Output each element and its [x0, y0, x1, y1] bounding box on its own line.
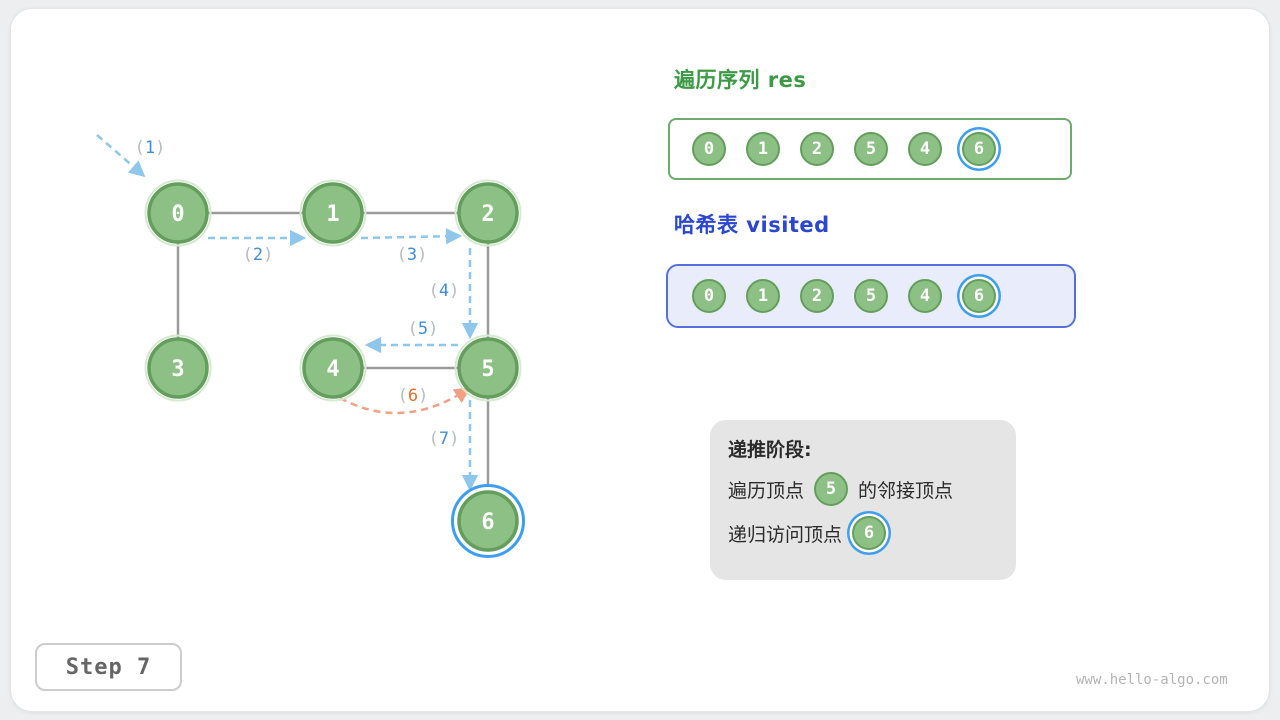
node-3-label: 3: [171, 357, 184, 382]
step-label-7: (7): [429, 429, 460, 449]
phase-node-6: 6: [852, 516, 887, 550]
visited-item: 2: [800, 279, 834, 313]
graph-diagram: 0 1 2 3 4 5 6: [96, 134, 525, 558]
phase-title: 递推阶段:: [728, 439, 812, 461]
graph-node-4: 4: [299, 334, 367, 402]
step-badge: Step 7: [35, 643, 182, 691]
step-label-4: (4): [429, 281, 460, 301]
visited-title: 哈希表 visited: [674, 213, 830, 237]
phase-line-2-prefix: 递归访问顶点: [728, 523, 843, 546]
node-5-label: 5: [481, 357, 494, 382]
node-1-label: 1: [326, 202, 339, 227]
visited-item-highlighted: 6: [962, 279, 996, 313]
node-6-label: 6: [481, 510, 494, 535]
highlight-ring: [451, 484, 525, 558]
step-label-6: (6): [398, 386, 429, 406]
visited-item: 5: [854, 279, 888, 313]
visited-item: 4: [908, 279, 942, 313]
graph-node-1: 1: [299, 179, 367, 247]
res-item: 1: [746, 132, 780, 166]
graph-nodes: 0 1 2 3 4 5 6: [144, 179, 525, 558]
phase-line-1-prefix: 遍历顶点: [728, 479, 805, 502]
arrow-step-6: [339, 387, 471, 415]
graph-node-5: 5: [454, 334, 522, 402]
res-box: 0 1 2 5 4 6: [668, 118, 1072, 180]
node-4-label: 4: [326, 357, 339, 382]
phase-line-2: 递归访问顶点 6: [728, 516, 998, 550]
graph-node-2: 2: [454, 179, 522, 247]
res-item: 5: [854, 132, 888, 166]
node-2-label: 2: [481, 202, 494, 227]
step-label-5: (5): [408, 319, 439, 339]
graph-node-3: 3: [144, 334, 212, 402]
watermark: www.hello-algo.com: [1076, 672, 1228, 688]
arrow-step-3: [360, 228, 463, 245]
visited-item: 0: [692, 279, 726, 313]
phase-node-5: 5: [814, 472, 849, 506]
phase-line-1-suffix: 的邻接顶点: [858, 479, 954, 502]
step-label-2: (2): [243, 245, 274, 265]
traversal-arrows: [96, 134, 479, 492]
node-0-label: 0: [171, 202, 184, 227]
phase-info-box: 递推阶段: 遍历顶点 5 的邻接顶点 递归访问顶点 6: [710, 420, 1016, 580]
arrow-step-1: [96, 134, 146, 178]
res-title: 遍历序列 res: [674, 68, 807, 92]
res-item: 4: [908, 132, 942, 166]
res-item-highlighted: 6: [962, 132, 996, 166]
graph-node-0: 0: [144, 179, 212, 247]
step-label-3: (3): [397, 245, 428, 265]
step-label-1: (1): [135, 138, 166, 158]
res-item: 0: [692, 132, 726, 166]
step-labels: (1) (2) (3) (4) (5) (6) (7): [135, 138, 460, 449]
phase-line-1: 遍历顶点 5 的邻接顶点: [728, 472, 998, 506]
visited-item: 1: [746, 279, 780, 313]
visited-box: 0 1 2 5 4 6: [666, 264, 1076, 328]
graph-node-6-highlighted: 6: [451, 484, 525, 558]
res-item: 2: [800, 132, 834, 166]
